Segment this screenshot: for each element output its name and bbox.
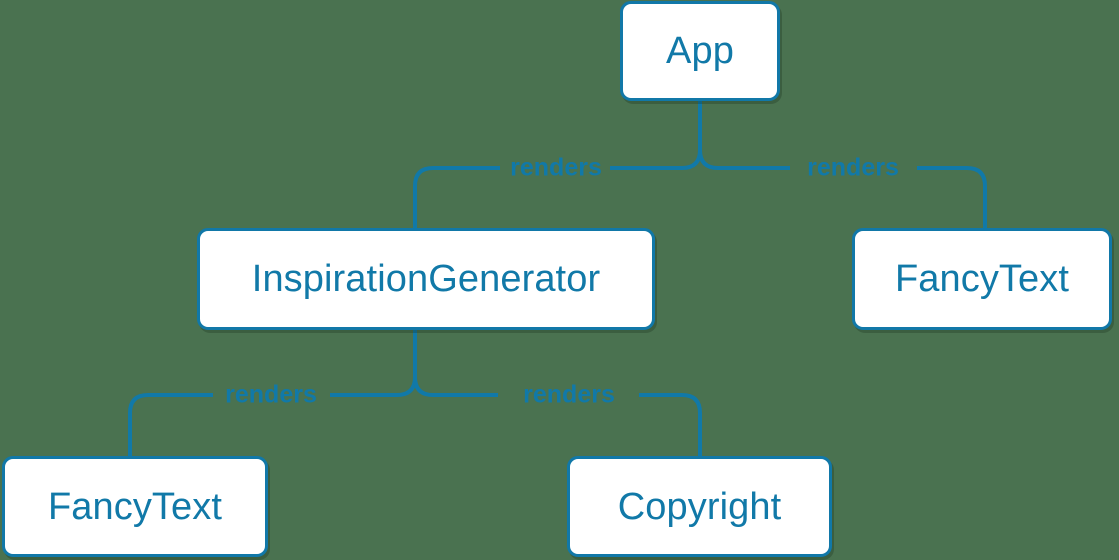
node-fancytext-top[interactable]: FancyText	[852, 228, 1112, 330]
node-app[interactable]: App	[620, 1, 780, 101]
node-copyright[interactable]: Copyright	[567, 456, 832, 557]
node-inspiration-generator-label: InspirationGenerator	[251, 258, 601, 300]
node-fancytext-top-label: FancyText	[894, 258, 1070, 300]
node-app-label: App	[666, 30, 734, 72]
edge-label-app-fancytext-top: renders	[807, 153, 899, 182]
edge-inspiration-copyright	[413, 376, 702, 456]
edge-label-inspiration-copyright: renders	[523, 380, 615, 409]
edge-app-fancytext-top	[698, 149, 987, 228]
edge-label-app-inspiration: renders	[510, 153, 602, 182]
node-inspiration-generator[interactable]: InspirationGenerator	[197, 228, 655, 330]
node-fancytext-bottom-label: FancyText	[47, 485, 223, 528]
node-copyright-label: Copyright	[617, 485, 782, 528]
edge-label-inspiration-fancytext-bot: renders	[225, 380, 317, 409]
node-fancytext-bottom[interactable]: FancyText	[2, 456, 268, 557]
